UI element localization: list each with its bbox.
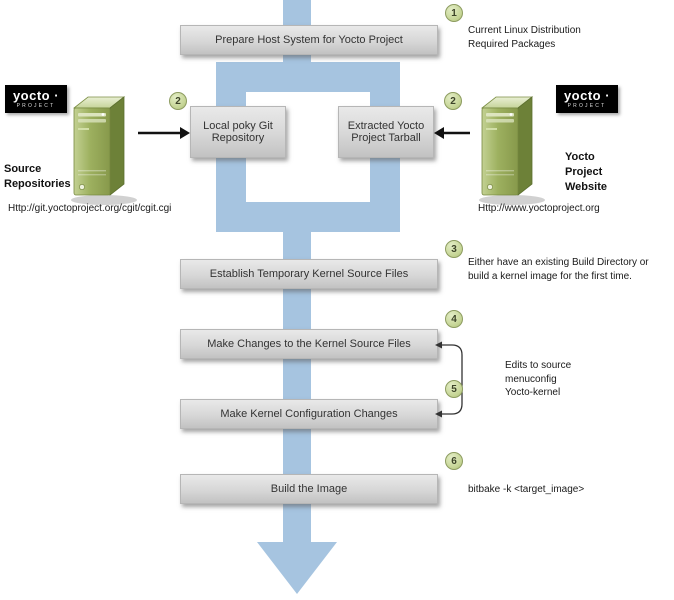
yocto-logo-text: yocto · bbox=[563, 88, 611, 103]
step1-note-line1: Current Linux Distribution bbox=[468, 25, 581, 36]
step-badge-5: 5 bbox=[445, 380, 463, 398]
step-badge-6: 6 bbox=[445, 452, 463, 470]
source-repositories-text: Source Repositories bbox=[4, 163, 71, 190]
step1-note: Current Linux Distribution Required Pack… bbox=[468, 24, 618, 51]
server-drive-bay bbox=[486, 113, 514, 117]
step-badge-3: 3 bbox=[445, 240, 463, 258]
bracket-note: Edits to source menuconfig Yocto-kernel bbox=[505, 359, 625, 400]
box-local-poky-label: Local poky Git Repository bbox=[203, 120, 273, 144]
box-extracted-tarball-label: Extracted Yocto Project Tarball bbox=[347, 120, 425, 144]
server-drive-bay bbox=[486, 119, 514, 123]
box-build-image-label: Build the Image bbox=[270, 483, 348, 495]
box-local-poky: Local poky Git Repository bbox=[190, 106, 286, 158]
step3-note-text: Either have an existing Build Directory … bbox=[468, 257, 649, 282]
step-badge-1: 1 bbox=[445, 4, 463, 22]
yocto-website-server-icon bbox=[479, 96, 545, 205]
step-badge-2-right: 2 bbox=[444, 92, 462, 110]
box-extracted-tarball: Extracted Yocto Project Tarball bbox=[338, 106, 434, 158]
box-make-changes-label: Make Changes to the Kernel Source Files bbox=[207, 338, 411, 350]
source-repositories-label: Source Repositories bbox=[4, 162, 86, 192]
flow-arrow-shape bbox=[216, 0, 400, 594]
yocto-website-url: Http://www.yoctoproject.org bbox=[478, 203, 600, 214]
box-kernel-config-label: Make Kernel Configuration Changes bbox=[220, 408, 398, 420]
yocto-website-text: Yocto Project Website bbox=[565, 151, 607, 193]
server-vent bbox=[486, 174, 514, 176]
box-make-changes: Make Changes to the Kernel Source Files bbox=[180, 329, 438, 359]
server-front-face bbox=[481, 107, 519, 196]
arrowhead-icon bbox=[434, 127, 444, 139]
source-repositories-url-text: Http://git.yoctoproject.org/cgit/cgit.cg… bbox=[8, 203, 172, 214]
yocto-website-label: Yocto Project Website bbox=[565, 150, 623, 195]
server-side-face bbox=[517, 96, 533, 196]
box-prepare-host-label: Prepare Host System for Yocto Project bbox=[215, 34, 403, 46]
box-build-image: Build the Image bbox=[180, 474, 438, 504]
server-led bbox=[101, 113, 105, 116]
step-number: 6 bbox=[451, 455, 457, 467]
server-vent bbox=[486, 170, 514, 172]
arrowhead-icon bbox=[180, 127, 190, 139]
box-establish-kernel: Establish Temporary Kernel Source Files bbox=[180, 259, 438, 289]
box-kernel-config: Make Kernel Configuration Changes bbox=[180, 399, 438, 429]
step-number: 4 bbox=[451, 313, 457, 325]
server-top-face bbox=[480, 96, 534, 109]
box-establish-kernel-label: Establish Temporary Kernel Source Files bbox=[209, 268, 409, 280]
arrow-right-server-to-tarball bbox=[434, 127, 470, 139]
step3-note: Either have an existing Build Directory … bbox=[468, 256, 670, 283]
flow-arrowhead bbox=[257, 542, 337, 594]
yocto-logo-subtext: PROJECT bbox=[16, 103, 56, 109]
bracket-note-line2: menuconfig bbox=[505, 373, 557, 385]
yocto-logo-right: yocto · PROJECT bbox=[556, 85, 618, 113]
step-number: 1 bbox=[451, 7, 457, 19]
yocto-logo-subtext: PROJECT bbox=[567, 103, 607, 109]
yocto-logo-text: yocto · bbox=[12, 88, 60, 103]
step-number: 3 bbox=[451, 243, 457, 255]
arrow-left-server-to-poky bbox=[138, 127, 190, 139]
server-led bbox=[509, 113, 513, 116]
server-drive-bay bbox=[78, 113, 106, 117]
step-badge-2-left: 2 bbox=[169, 92, 187, 110]
server-vent bbox=[78, 128, 89, 130]
bracket-note-line3: Yocto-kernel bbox=[505, 387, 561, 398]
server-power-button bbox=[487, 184, 493, 190]
box-prepare-host: Prepare Host System for Yocto Project bbox=[180, 25, 438, 55]
yocto-website-url-text: Http://www.yoctoproject.org bbox=[478, 203, 600, 214]
server-drive-bay bbox=[78, 119, 106, 123]
yocto-logo-left: yocto · PROJECT bbox=[5, 85, 67, 113]
server-side-face bbox=[109, 96, 125, 196]
step-number: 2 bbox=[450, 95, 456, 107]
step-badge-4: 4 bbox=[445, 310, 463, 328]
step6-note: bitbake -k <target_image> bbox=[468, 483, 648, 497]
step1-note-line2: Required Packages bbox=[468, 38, 556, 50]
step6-note-text: bitbake -k <target_image> bbox=[468, 484, 585, 495]
bracket-note-line1: Edits to source bbox=[505, 360, 572, 371]
source-repositories-url: Http://git.yoctoproject.org/cgit/cgit.cg… bbox=[8, 203, 171, 214]
steps-4-5-bracket bbox=[435, 341, 463, 418]
server-top-face bbox=[72, 96, 126, 109]
server-vent bbox=[486, 128, 497, 130]
step-number: 2 bbox=[175, 95, 181, 107]
step-number: 5 bbox=[451, 383, 457, 395]
